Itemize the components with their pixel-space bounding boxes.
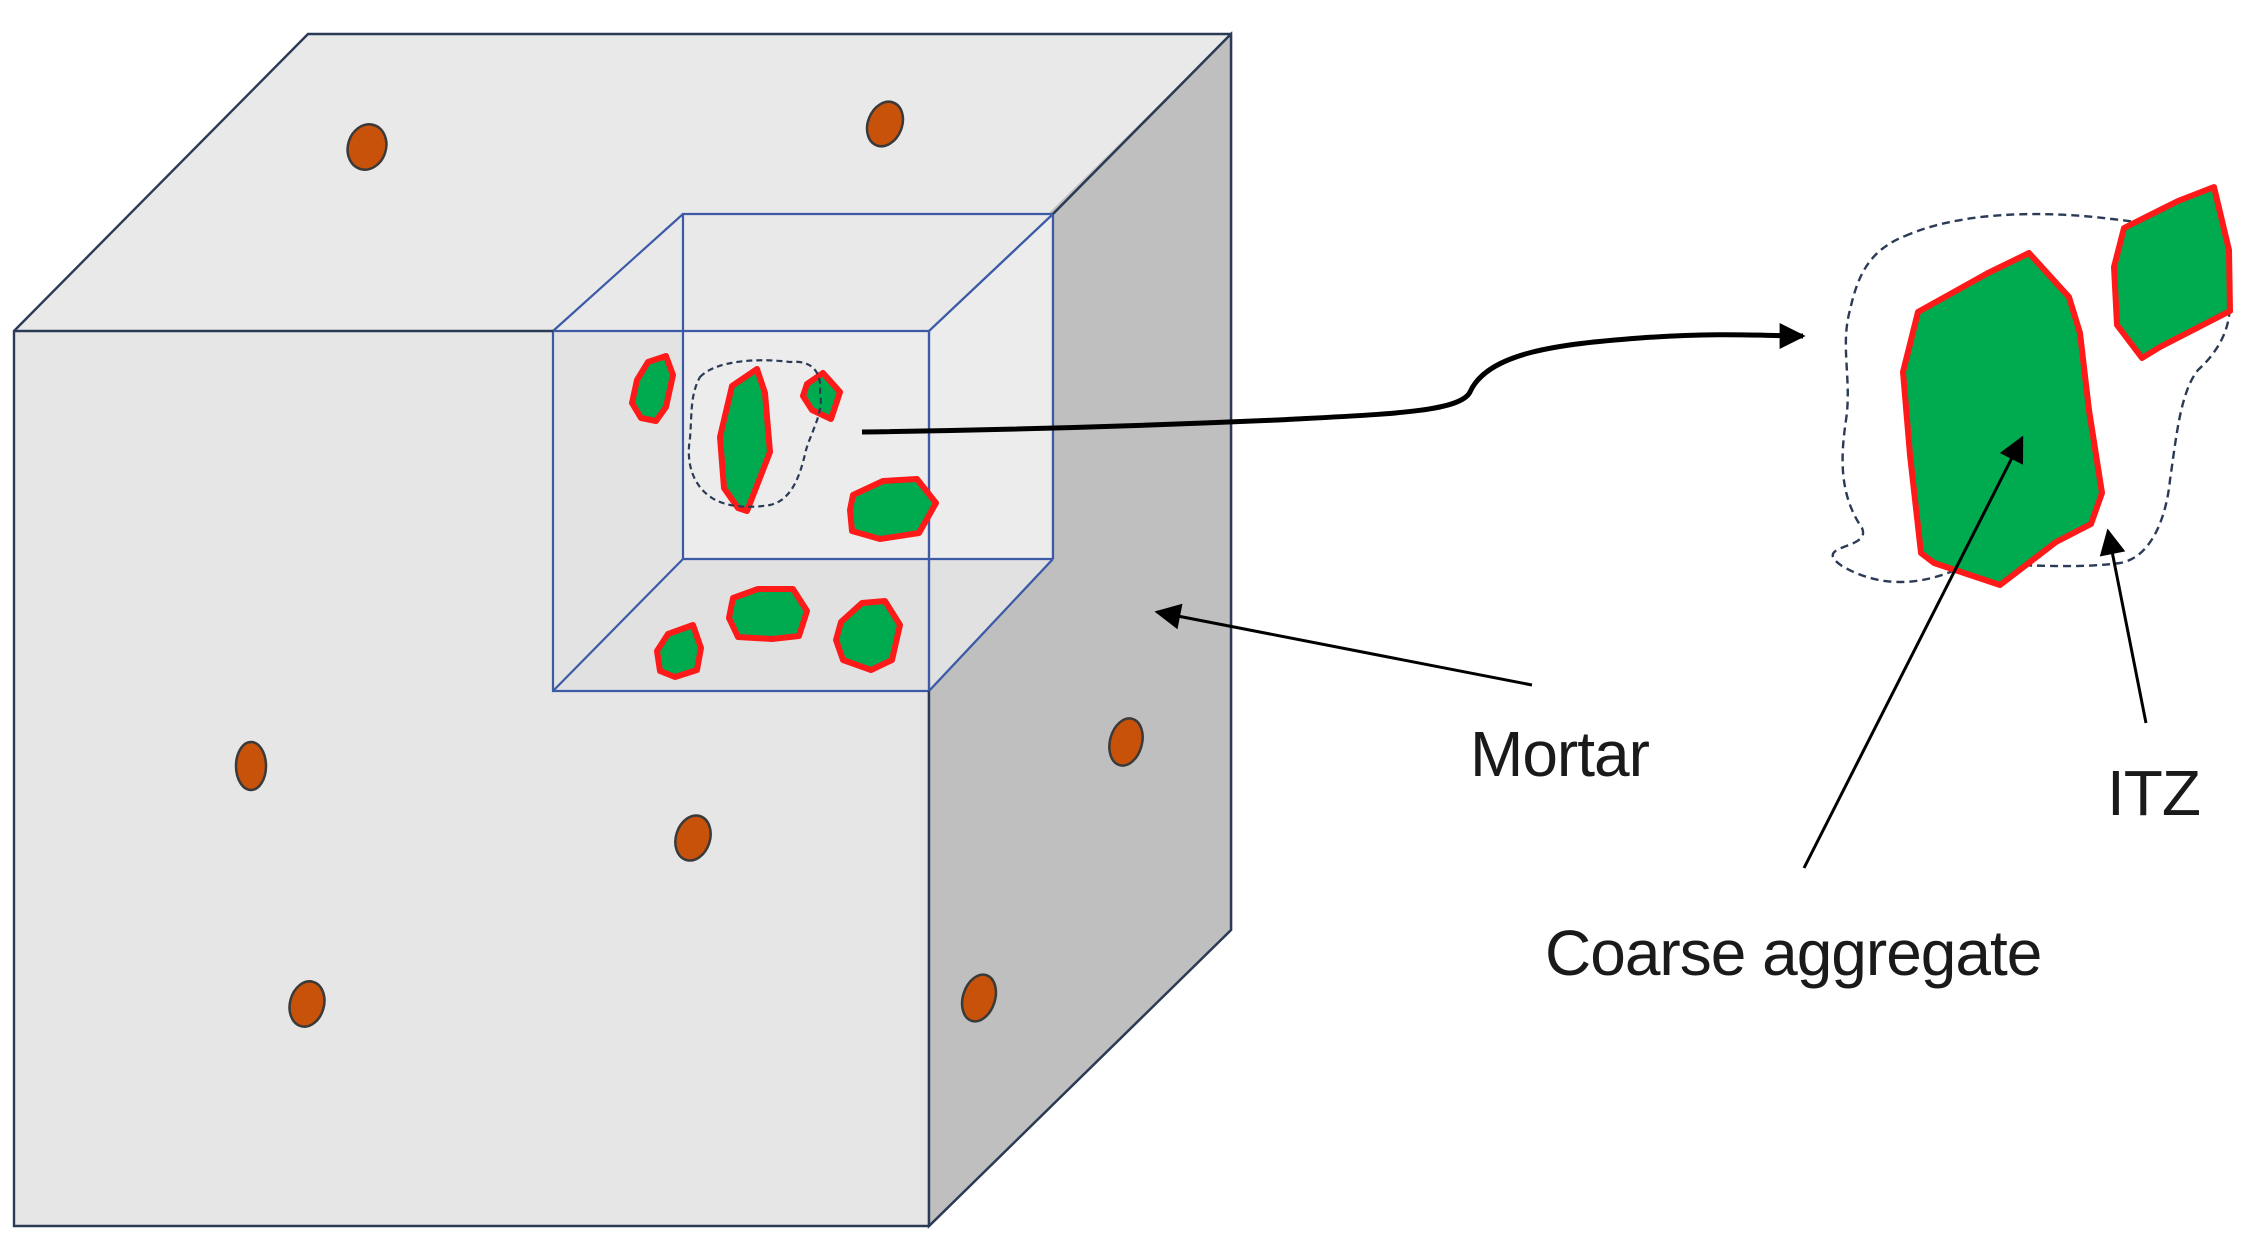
coarse-aggregate-particle bbox=[654, 622, 704, 680]
fine-particle bbox=[346, 123, 388, 171]
coarse-aggregate-particle bbox=[726, 586, 810, 642]
zoomed-detail bbox=[1831, 184, 2233, 588]
fine-particle bbox=[865, 100, 905, 148]
itz-label: ITZ bbox=[2107, 757, 2200, 829]
inner-cube-left-wall bbox=[553, 214, 683, 691]
mortar-label: Mortar bbox=[1470, 718, 1650, 790]
cube-side-face-lower bbox=[929, 34, 1231, 1226]
fine-particle bbox=[1108, 717, 1144, 767]
fine-particle bbox=[674, 814, 712, 862]
inner-cube-top-opening bbox=[553, 214, 1053, 331]
coarse-aggregate-label: Coarse aggregate bbox=[1545, 917, 2041, 989]
cube-side-face-outline bbox=[927, 31, 1233, 1229]
coarse-aggregate-particle bbox=[847, 476, 939, 542]
fine-particle bbox=[960, 973, 998, 1023]
coarse-aggregate-zoomed-large bbox=[1900, 250, 2105, 588]
coarse-aggregates-in-cube bbox=[629, 353, 939, 680]
coarse-aggregate-particle bbox=[629, 353, 676, 424]
fine-particles bbox=[234, 100, 1144, 1028]
itz-pointer-arrow bbox=[2099, 528, 2148, 724]
coarse-aggregate-pointer-arrow bbox=[1802, 435, 2024, 869]
itz-boundary-in-cube bbox=[687, 359, 822, 508]
coarse-aggregate-particle bbox=[717, 366, 773, 514]
coarse-aggregate-zoomed-small bbox=[2111, 184, 2233, 361]
coarse-aggregate-particle bbox=[800, 370, 843, 422]
magnification-arrow bbox=[861, 322, 1806, 435]
coarse-aggregate-particle bbox=[833, 598, 903, 673]
fine-particle bbox=[234, 740, 268, 792]
fine-particle bbox=[288, 980, 326, 1028]
mortar-pointer-arrow bbox=[1154, 603, 1533, 687]
